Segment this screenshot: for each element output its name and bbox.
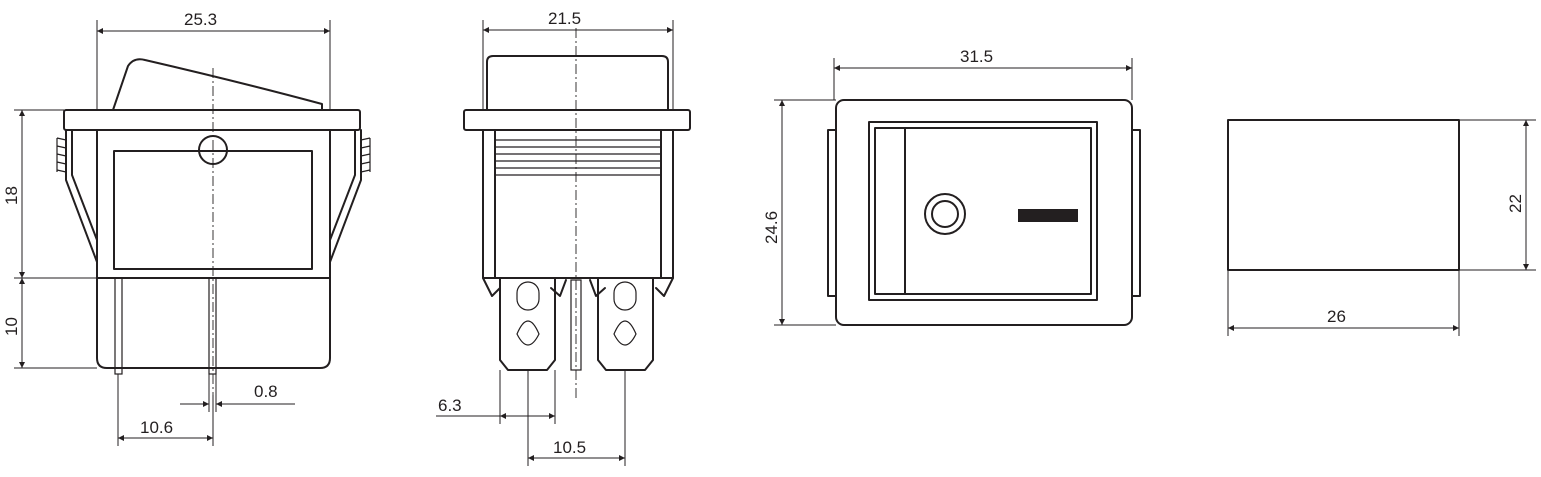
dim-front-height: 24.6 (762, 211, 781, 244)
dim-terminal-width: 6.3 (438, 396, 462, 415)
side-terminal-right (208, 277, 217, 375)
dim-terminal-thickness: 0.8 (254, 382, 278, 401)
front-right-tab (1131, 129, 1141, 297)
side-lower-housing (96, 277, 331, 369)
dim-cutout-height: 22 (1506, 194, 1525, 213)
side-view: 25.3 18 10 0.8 10.6 (2, 10, 371, 446)
front-rocker-inner (874, 127, 1092, 295)
dim-side-width: 25.3 (184, 10, 217, 29)
side-flange (63, 109, 361, 131)
dim-end-width: 21.5 (548, 9, 581, 28)
dim-front-width: 31.5 (960, 47, 993, 66)
front-view: 31.5 24.6 (762, 47, 1141, 326)
left-snap-clip (65, 129, 98, 263)
dim-side-pitch: 10.6 (140, 418, 173, 437)
front-rocker-outer (868, 121, 1098, 301)
off-symbol-icon (924, 193, 966, 235)
cutout-view: 22 26 (1227, 119, 1536, 336)
dim-cutout-width: 26 (1327, 307, 1346, 326)
front-left-tab (827, 129, 837, 297)
end-actuator (486, 55, 669, 111)
end-view: 21.5 6.3 10.5 (436, 9, 691, 466)
on-symbol-icon (1018, 209, 1078, 222)
side-body (96, 129, 331, 279)
side-terminal-left (114, 277, 123, 375)
panel-cutout (1227, 119, 1460, 271)
dim-side-height-lower: 10 (2, 317, 21, 336)
end-flange (463, 109, 691, 131)
end-body (482, 129, 674, 279)
end-terminal-left (499, 277, 556, 371)
front-bezel (835, 99, 1133, 326)
dim-side-height-upper: 18 (2, 186, 21, 205)
end-terminal-right (597, 277, 654, 371)
right-snap-clip (329, 129, 362, 263)
end-ribs (495, 139, 661, 176)
dim-end-pitch: 10.5 (553, 438, 586, 457)
rocker-actuator (112, 58, 323, 111)
